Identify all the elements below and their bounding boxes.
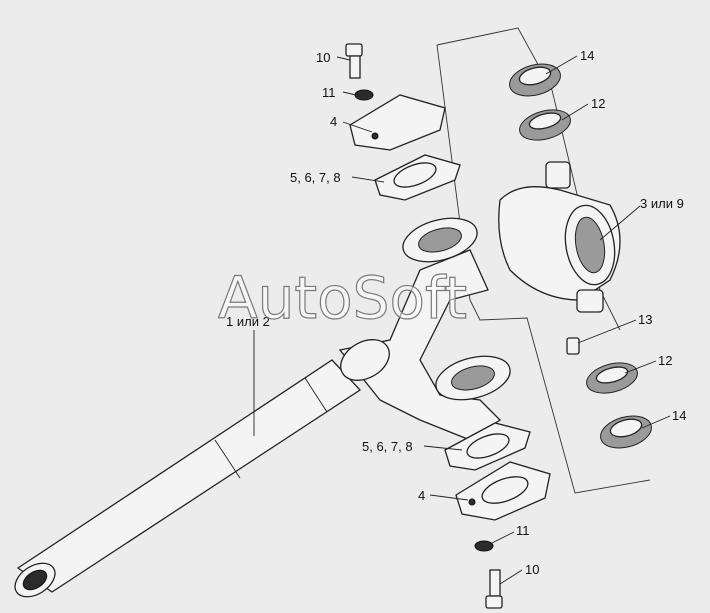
label-axle: 1 или 2 <box>226 314 270 329</box>
leader-seal-bottom <box>641 415 671 429</box>
grease-fitting <box>566 337 580 355</box>
knuckle-housing <box>498 161 621 313</box>
label-plate-top: 4 <box>330 114 337 129</box>
washer-bottom <box>474 540 494 552</box>
label-bearing-top: 12 <box>591 96 605 111</box>
leader-bolt-top <box>336 56 351 61</box>
guide-frame-upper <box>436 27 621 331</box>
label-bolt-bottom: 10 <box>525 562 539 577</box>
label-plate-bottom: 4 <box>418 488 425 503</box>
label-shims-top: 5, 6, 7, 8 <box>290 170 341 185</box>
leader-bearing-top <box>561 103 589 121</box>
leader-shims-bottom <box>423 445 463 451</box>
leader-bearing-bottom <box>624 360 657 374</box>
steering-knuckle-arm <box>338 217 511 441</box>
bearing-top <box>519 109 571 141</box>
washer-top <box>354 89 374 101</box>
seal-top <box>509 63 561 97</box>
label-washer-bottom: 11 <box>516 523 530 538</box>
bearing-bottom <box>586 362 638 394</box>
plate-top <box>349 94 446 151</box>
leader-bolt-bottom <box>499 569 523 585</box>
leader-washer-bottom <box>489 531 515 545</box>
watermark: AutoSoft <box>218 264 467 332</box>
label-bolt-top: 10 <box>316 50 330 65</box>
plate-bottom-hole <box>468 498 476 506</box>
leader-seal-top <box>545 55 578 75</box>
label-shims-bottom: 5, 6, 7, 8 <box>362 439 413 454</box>
plate-top-hole <box>371 132 379 140</box>
axle-shaft <box>14 359 362 598</box>
label-seal-top: 14 <box>580 48 594 63</box>
bolt-bottom <box>485 569 503 609</box>
leader-housing <box>599 205 641 241</box>
label-washer-top: 11 <box>322 85 336 100</box>
leader-washer-top <box>342 91 357 96</box>
leader-fitting <box>577 319 637 344</box>
seal-bottom <box>600 415 652 449</box>
leader-plate-top <box>342 121 373 133</box>
label-fitting: 13 <box>638 312 652 327</box>
label-seal-bottom: 14 <box>672 408 686 423</box>
label-housing: 3 или 9 <box>640 196 684 211</box>
leader-shims-top <box>351 176 385 183</box>
label-bearing-bottom: 12 <box>658 353 672 368</box>
bolt-top <box>345 43 363 79</box>
leader-plate-bottom <box>429 494 469 501</box>
